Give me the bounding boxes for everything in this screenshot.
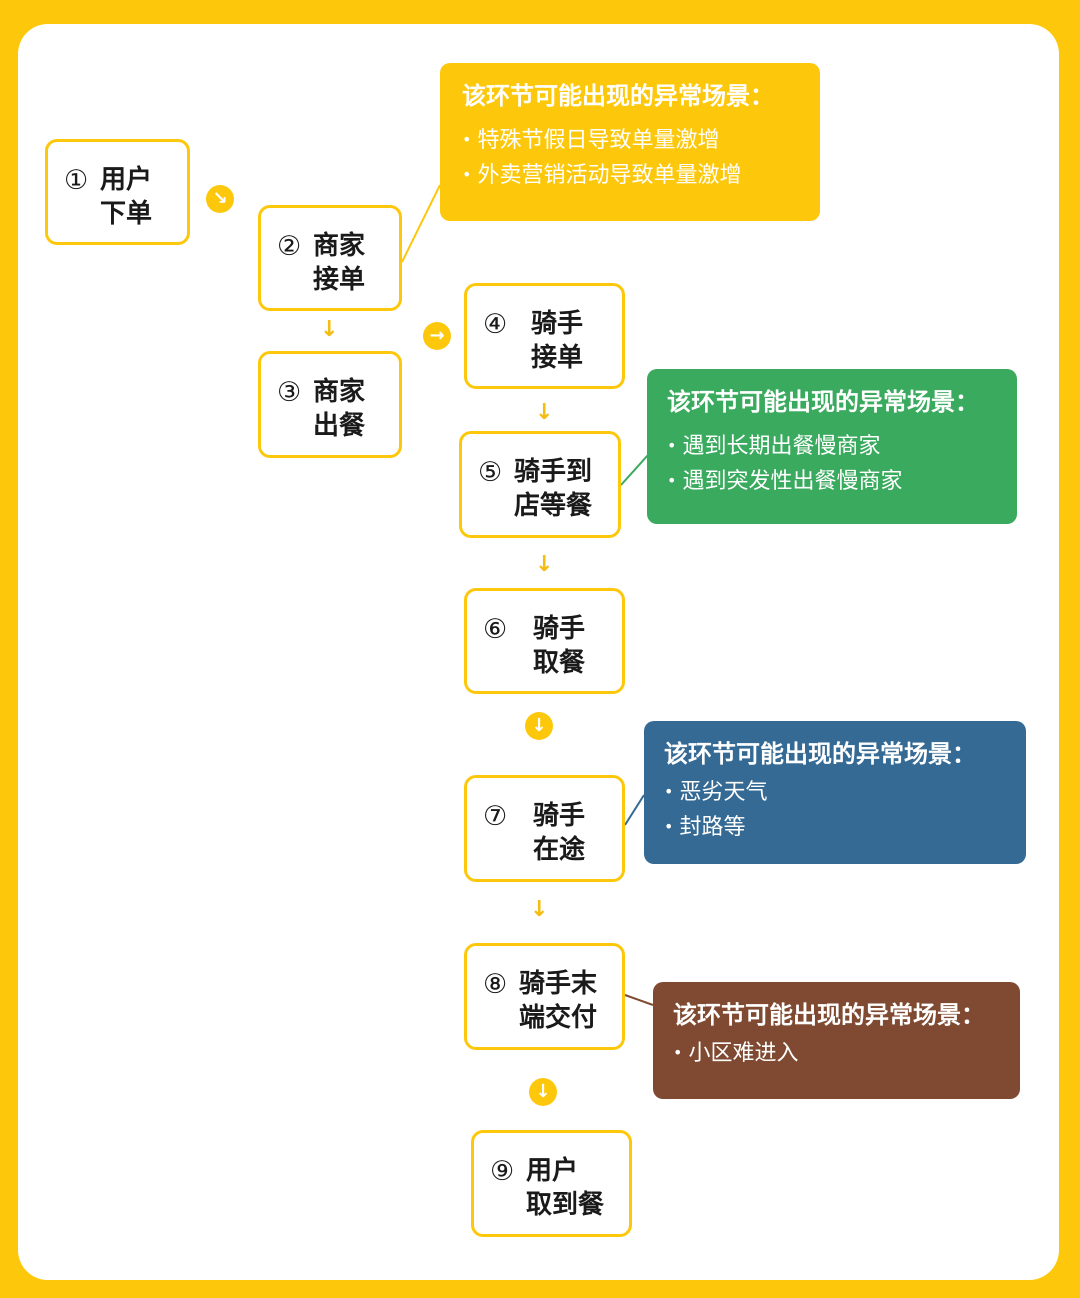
step-8-rider-final-delivery: ⑧ 骑手末 端交付 <box>464 943 625 1050</box>
arrow-diagonal-down-right-icon: ↘ <box>206 185 234 213</box>
anomaly-note-rider-wait: 该环节可能出现的异常场景： 遇到长期出餐慢商家 遇到突发性出餐慢商家 <box>647 369 1017 524</box>
note-item: 恶劣天气 <box>664 775 1006 810</box>
step-label-line1: 骑手末 <box>519 969 598 999</box>
step-3-merchant-prepare: ③ 商家 出餐 <box>258 351 402 458</box>
arrow-right-icon: → <box>423 322 451 350</box>
step-1-user-order: ① 用户 下单 <box>45 139 190 245</box>
note-item: 特殊节假日导致单量激增 <box>462 123 798 158</box>
step-label-line2: 接单 <box>313 265 366 295</box>
step-label-line1: 用户 <box>526 1156 579 1186</box>
step-label-line1: 骑手 <box>531 309 584 339</box>
connector-step8-note4 <box>624 994 654 1006</box>
step-number: ⑧ <box>483 969 508 1000</box>
step-label-line1: 骑手到 <box>514 457 593 487</box>
step-number: ① <box>64 165 89 196</box>
arrow-down-icon: ↓ <box>535 552 554 577</box>
note-item: 封路等 <box>664 810 1006 845</box>
step-label-line1: 骑手 <box>533 801 586 831</box>
note-item: 外卖营销活动导致单量激增 <box>462 158 798 193</box>
step-label-line2: 端交付 <box>519 1003 598 1033</box>
step-number: ⑦ <box>483 801 508 832</box>
step-number: ④ <box>483 309 508 340</box>
arrow-down-icon: ↓ <box>525 712 553 740</box>
step-label-line1: 商家 <box>313 377 366 407</box>
step-label-line2: 接单 <box>531 343 584 373</box>
step-5-rider-wait-at-store: ⑤ 骑手到 店等餐 <box>459 431 621 538</box>
step-7-rider-en-route: ⑦ 骑手 在途 <box>464 775 625 882</box>
note-item: 遇到突发性出餐慢商家 <box>667 464 997 499</box>
step-label-line1: 用户 <box>100 165 153 195</box>
step-number: ② <box>277 231 302 262</box>
note-item: 小区难进入 <box>673 1036 1000 1071</box>
step-9-user-receive: ⑨ 用户 取到餐 <box>471 1130 632 1237</box>
note-title: 该环节可能出现的异常场景： <box>664 740 976 768</box>
step-label-line2: 下单 <box>100 199 153 229</box>
arrow-down-icon: ↓ <box>530 897 549 922</box>
anomaly-note-final-delivery: 该环节可能出现的异常场景： 小区难进入 <box>653 982 1020 1099</box>
anomaly-note-en-route: 该环节可能出现的异常场景： 恶劣天气 封路等 <box>644 721 1026 864</box>
connector-step7-note3 <box>624 794 645 826</box>
step-4-rider-accept: ④ 骑手 接单 <box>464 283 625 389</box>
anomaly-note-merchant: 该环节可能出现的异常场景： 特殊节假日导致单量激增 外卖营销活动导致单量激增 <box>440 63 820 221</box>
note-title: 该环节可能出现的异常场景： <box>667 388 979 416</box>
step-label-line2: 店等餐 <box>514 491 593 521</box>
step-number: ⑥ <box>483 614 508 645</box>
step-label-line1: 商家 <box>313 231 366 261</box>
note-title: 该环节可能出现的异常场景： <box>462 82 774 110</box>
step-label-line2: 在途 <box>533 835 586 865</box>
step-number: ③ <box>277 377 302 408</box>
step-label-line2: 取餐 <box>533 648 586 678</box>
step-label-line2: 取到餐 <box>526 1190 605 1220</box>
step-label-line2: 出餐 <box>313 411 366 441</box>
connector-step2-note1 <box>401 184 441 263</box>
arrow-down-icon: ↓ <box>529 1078 557 1106</box>
arrow-down-icon: ↓ <box>535 400 554 425</box>
step-label-line1: 骑手 <box>533 614 586 644</box>
step-number: ⑨ <box>490 1156 515 1187</box>
step-number: ⑤ <box>478 457 503 488</box>
connector-step5-note2 <box>620 454 649 486</box>
step-2-merchant-accept: ② 商家 接单 <box>258 205 402 311</box>
note-title: 该环节可能出现的异常场景： <box>673 1001 985 1029</box>
note-item: 遇到长期出餐慢商家 <box>667 429 997 464</box>
arrow-down-icon: ↓ <box>320 317 339 342</box>
step-6-rider-pickup: ⑥ 骑手 取餐 <box>464 588 625 694</box>
